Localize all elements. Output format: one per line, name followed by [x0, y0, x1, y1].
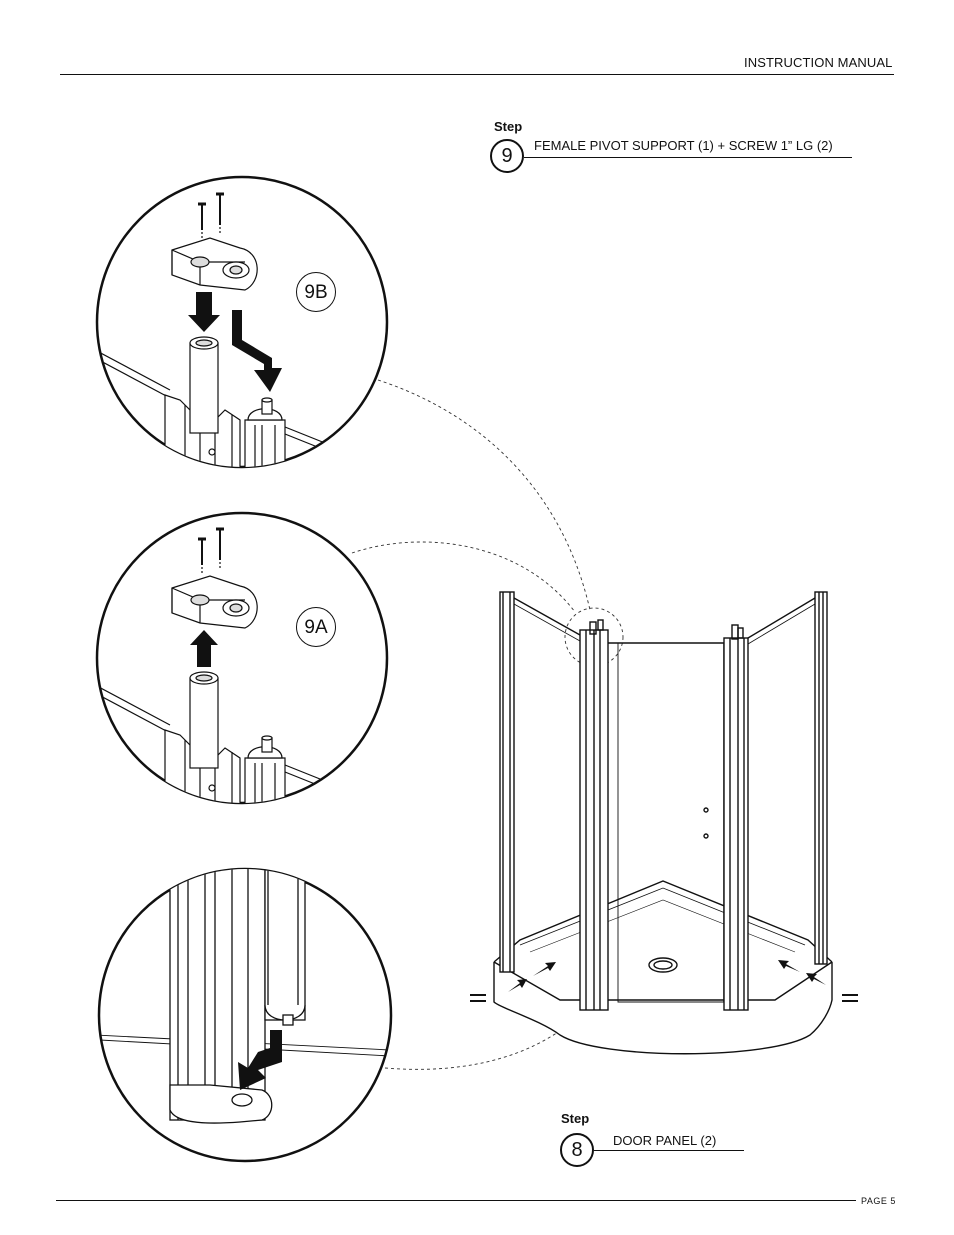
detail-9b	[95, 175, 389, 469]
shower-enclosure	[470, 591, 858, 1055]
detail-bottom	[97, 867, 393, 1163]
step8-label: Step	[561, 1111, 590, 1126]
base-arrows	[508, 960, 826, 992]
page-number: PAGE 5	[861, 1196, 896, 1206]
step8-number: 8	[560, 1133, 594, 1167]
step9-label: Step	[494, 119, 523, 134]
header-rule	[60, 74, 894, 75]
step8-description: DOOR PANEL (2)	[613, 1133, 717, 1148]
detail-9a-label: 9A	[296, 607, 336, 647]
detail-9a	[95, 511, 389, 805]
manual-title: INSTRUCTION MANUAL	[744, 55, 893, 70]
step9-number: 9	[490, 139, 524, 173]
detail-9b-label: 9B	[296, 272, 336, 312]
step8-rule	[594, 1150, 744, 1151]
step9-description: FEMALE PIVOT SUPPORT (1) + SCREW 1” LG (…	[534, 138, 833, 153]
footer-rule	[56, 1200, 856, 1201]
step9-rule	[524, 157, 852, 158]
